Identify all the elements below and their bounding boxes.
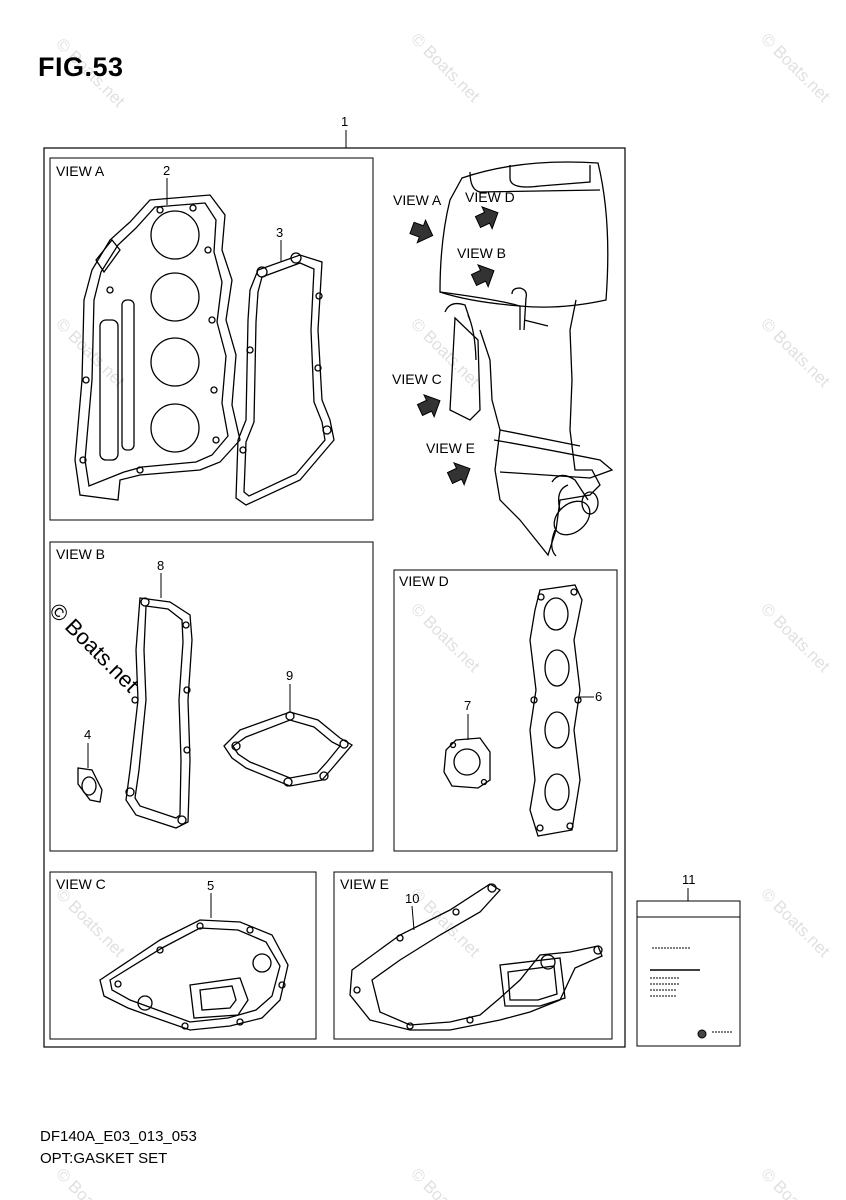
watermark: © Boats.net [52, 34, 129, 111]
small-flange-gasket [77, 767, 103, 803]
view-e-panel: VIEW E 10 [333, 871, 613, 1040]
view-c-panel: VIEW C 5 [49, 871, 317, 1040]
gasket-set-frame [43, 147, 626, 1048]
outboard-engine [407, 161, 614, 557]
thermostat-gasket [223, 711, 353, 787]
engine-view-e-label: VIEW E [426, 440, 475, 456]
callout-4: 4 [84, 727, 91, 742]
cylinder-head-gasket [74, 194, 241, 501]
throttle-body-gasket [443, 737, 491, 789]
watermark: © Boats.net [52, 1164, 129, 1200]
engine-view-c-label: VIEW C [392, 371, 442, 387]
figure-code: DF140A_E03_013_053 [40, 1128, 197, 1145]
view-e-label: VIEW E [340, 876, 389, 892]
intake-manifold-gasket [529, 584, 583, 837]
watermark: © Boats.net [757, 599, 834, 676]
callout-11: 11 [682, 872, 696, 887]
watermark: © Boats.net [52, 314, 129, 391]
watermark: © Boats.net [407, 1164, 484, 1200]
owners-manual [636, 900, 741, 1047]
watermark: © Boats.net [407, 599, 484, 676]
watermark-main: © Boats.net [44, 598, 143, 697]
callout-1: 1 [341, 114, 348, 129]
figure-title: FIG.53 [38, 52, 124, 82]
lower-case-gasket [349, 883, 603, 1031]
watermark: © Boats.net [407, 29, 484, 106]
figure-name: OPT:GASKET SET [40, 1150, 168, 1167]
callout-8: 8 [157, 558, 164, 573]
view-d-label: VIEW D [399, 573, 449, 589]
callout-9: 9 [286, 668, 293, 683]
callout-2: 2 [163, 163, 170, 178]
oil-pan-gasket [99, 919, 289, 1031]
callout-5: 5 [207, 878, 214, 893]
watermark: © Boats.net [757, 1164, 834, 1200]
view-a-panel: VIEW A 2 3 [49, 157, 374, 521]
watermark: © Boats.net [757, 29, 834, 106]
view-b-panel: VIEW B 8 9 4 [49, 541, 374, 852]
engine-view-a-label: VIEW A [393, 192, 442, 208]
view-a-label: VIEW A [56, 163, 105, 179]
watermark: © Boats.net [757, 314, 834, 391]
view-c-label: VIEW C [56, 876, 106, 892]
callout-3: 3 [276, 225, 283, 240]
callout-6: 6 [595, 689, 602, 704]
watermark: © Boats.net [757, 884, 834, 961]
callout-10: 10 [405, 891, 419, 906]
engine-view-d-label: VIEW D [465, 189, 515, 205]
watermark: © Boats.net [52, 884, 129, 961]
view-b-label: VIEW B [56, 546, 105, 562]
engine-view-b-label: VIEW B [457, 245, 506, 261]
cam-cover-gasket [235, 252, 335, 506]
view-d-panel: VIEW D 6 7 [393, 569, 618, 852]
callout-7: 7 [464, 698, 471, 713]
exhaust-cover-gasket [125, 597, 193, 829]
